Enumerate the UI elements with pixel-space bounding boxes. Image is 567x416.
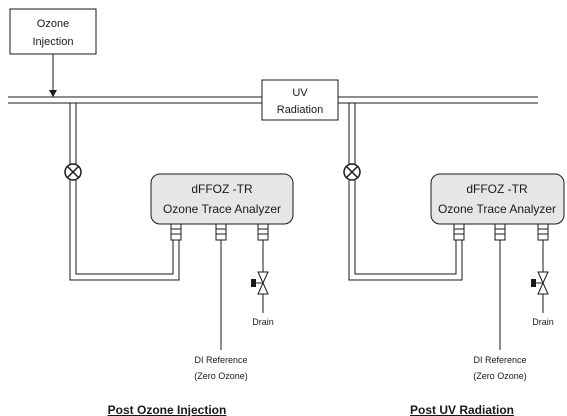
ozone-trace-analyzer: dFFOZ -TR Ozone Trace Analyzer bbox=[430, 173, 565, 225]
ozone-injection-label-line2: Injection bbox=[33, 36, 74, 48]
zero-ozone-label: (Zero Ozone) bbox=[473, 371, 527, 381]
ozone-trace-analyzer: dFFOZ -TR Ozone Trace Analyzer bbox=[150, 173, 294, 225]
panel-caption: Post Ozone Injection bbox=[108, 403, 227, 416]
analyzer-ports bbox=[170, 223, 269, 241]
ozone-injection-label-line1: Ozone bbox=[37, 18, 69, 30]
ozone-injection-arrow bbox=[49, 54, 57, 97]
main-process-pipe bbox=[8, 96, 538, 104]
uv-radiation-box: UV Radiation bbox=[261, 79, 339, 121]
sample-line bbox=[348, 103, 463, 281]
analyzer-model-label: dFFOZ -TR bbox=[466, 182, 528, 196]
ozone-injection-box: Ozone Injection bbox=[9, 8, 97, 55]
analyzer-name-label: Ozone Trace Analyzer bbox=[163, 202, 281, 216]
panel-caption: Post UV Radiation bbox=[410, 403, 514, 416]
analyzer-name-label: Ozone Trace Analyzer bbox=[438, 202, 556, 216]
drain-label: Drain bbox=[532, 317, 554, 327]
panel-post-uv-radiation: dFFOZ -TR Ozone Trace Analyzer DI Refere… bbox=[343, 103, 565, 416]
di-reference-label: DI Reference bbox=[194, 355, 247, 365]
panel-post-ozone-injection: dFFOZ -TR Ozone Trace Analyzer DI Refere… bbox=[64, 103, 294, 416]
analyzer-model-label: dFFOZ -TR bbox=[191, 182, 253, 196]
drain-label: Drain bbox=[252, 317, 274, 327]
sample-valve-icon bbox=[343, 163, 361, 181]
sample-line bbox=[69, 103, 180, 281]
sample-valve-icon bbox=[64, 163, 82, 181]
drain-valve-icon bbox=[531, 271, 549, 295]
uv-radiation-label-line2: Radiation bbox=[277, 104, 323, 116]
zero-ozone-label: (Zero Ozone) bbox=[194, 371, 248, 381]
drain-valve-icon bbox=[251, 271, 269, 295]
analyzer-ports bbox=[453, 223, 549, 241]
di-reference-label: DI Reference bbox=[473, 355, 526, 365]
uv-radiation-label-line1: UV bbox=[292, 87, 308, 99]
